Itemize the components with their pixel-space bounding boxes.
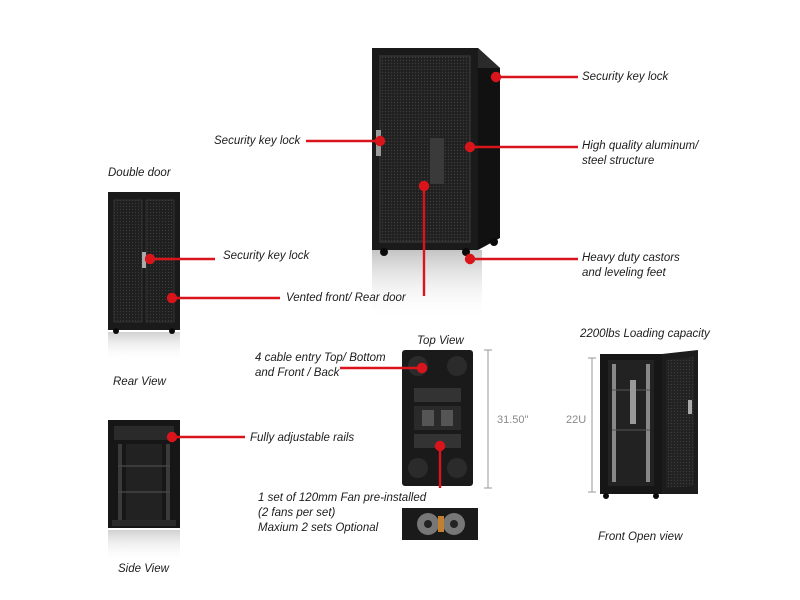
label-cable-entry-2: and Front / Back: [255, 367, 340, 379]
label-security-lock-left: Security key lock: [214, 135, 301, 147]
label-front-open-view: Front Open view: [598, 531, 683, 543]
height-dimension: 22U: [566, 414, 587, 426]
label-loading-capacity: 2200lbs Loading capacity: [580, 328, 710, 340]
dimension-lines: [484, 349, 596, 493]
label-fan-3: Maxium 2 sets Optional: [258, 522, 379, 534]
label-security-lock-double: Security key lock: [223, 250, 310, 262]
label-structure-1: High quality aluminum/: [582, 140, 699, 152]
label-rails: Fully adjustable rails: [250, 432, 355, 444]
label-security-lock-top: Security key lock: [582, 71, 669, 83]
front-open-cabinet: [600, 350, 698, 499]
label-side-view: Side View: [118, 563, 169, 575]
label-double-door: Double door: [108, 167, 171, 179]
label-castors-2: and leveling feet: [582, 267, 666, 279]
label-castors-1: Heavy duty castors: [582, 252, 680, 264]
rear-view-cabinet: [108, 192, 180, 362]
label-structure-2: steel structure: [582, 155, 655, 167]
side-view-cabinet: [108, 420, 180, 562]
label-fan-2: (2 fans per set): [258, 507, 336, 519]
label-top-view: Top View: [417, 335, 464, 347]
label-fan-1: 1 set of 120mm Fan pre-installed: [258, 492, 427, 504]
label-vented-door: Vented front/ Rear door: [286, 292, 406, 304]
depth-dimension: 31.50": [497, 414, 529, 426]
label-rear-view: Rear View: [113, 376, 166, 388]
fan-unit: [402, 508, 478, 540]
label-cable-entry-1: 4 cable entry Top/ Bottom: [255, 352, 386, 364]
top-view-panel: [402, 350, 473, 486]
